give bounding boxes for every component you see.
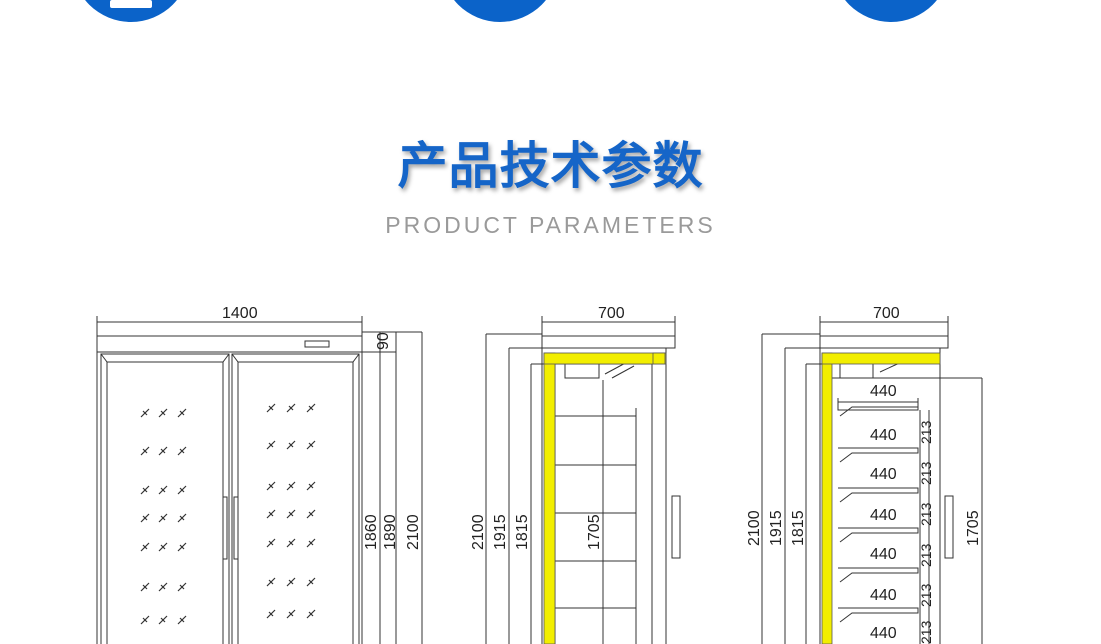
shelf-depth-label: 440 xyxy=(870,427,897,444)
door-mark xyxy=(306,538,316,548)
door-mark xyxy=(306,440,316,450)
door-mark xyxy=(177,485,187,495)
shelf-depth-label: 440 xyxy=(870,587,897,604)
door-mark xyxy=(306,577,316,587)
door-mark xyxy=(286,440,296,450)
side-b-h3-label: 1815 xyxy=(790,510,807,546)
door-mark xyxy=(140,446,150,456)
wire-shelf xyxy=(838,401,919,417)
side-a-h1-label: 2100 xyxy=(470,514,487,550)
door-mark xyxy=(158,542,168,552)
wire-shelf xyxy=(838,607,919,623)
side-b-right-label: 1705 xyxy=(965,510,982,546)
door-mark xyxy=(158,446,168,456)
door-mark xyxy=(158,513,168,523)
side-b-width-label: 700 xyxy=(873,305,900,322)
section-title: 产品技术参数 xyxy=(397,137,704,195)
wire-shelf xyxy=(838,487,919,503)
front-h3-label: 2100 xyxy=(405,514,422,550)
section-subtitle: PRODUCT PARAMETERS xyxy=(385,212,716,238)
door-mark xyxy=(266,577,276,587)
shelf-depth-label: 440 xyxy=(870,507,897,524)
door-mark xyxy=(306,609,316,619)
door-mark xyxy=(158,615,168,625)
front-top-height-label: 90 xyxy=(375,332,392,350)
side-b-h2-label: 1915 xyxy=(768,510,785,546)
shelf-gap-label: 213 xyxy=(918,502,934,526)
shelf-depth-label: 440 xyxy=(870,546,897,563)
door-mark xyxy=(177,408,187,418)
door-mark xyxy=(177,446,187,456)
front-width-label: 1400 xyxy=(222,305,258,322)
door-mark xyxy=(306,481,316,491)
wire-shelf xyxy=(837,398,919,411)
wire-shelf xyxy=(838,567,919,583)
door-mark xyxy=(140,485,150,495)
wire-shelf xyxy=(838,527,919,543)
door-mark xyxy=(286,577,296,587)
door-mark xyxy=(140,542,150,552)
side-a-inner-label: 1705 xyxy=(586,514,603,550)
side-a-h2-label: 1915 xyxy=(492,514,509,550)
door-mark xyxy=(266,440,276,450)
door-mark xyxy=(306,403,316,413)
door-mark xyxy=(140,408,150,418)
door-mark xyxy=(177,582,187,592)
shelf-depth-label: 440 xyxy=(870,466,897,483)
door-mark xyxy=(266,538,276,548)
front-h1-label: 1860 xyxy=(363,514,380,550)
shelf-gap-label: 213 xyxy=(918,620,934,644)
side-a-width-label: 700 xyxy=(598,305,625,322)
wire-shelf xyxy=(838,447,919,463)
door-mark xyxy=(158,582,168,592)
door-mark xyxy=(266,509,276,519)
door-mark xyxy=(286,509,296,519)
door-mark xyxy=(286,481,296,491)
door-mark xyxy=(266,403,276,413)
side-view-a xyxy=(485,316,681,644)
door-mark xyxy=(177,542,187,552)
shelf-gap-label: 213 xyxy=(918,420,934,444)
door-mark xyxy=(177,513,187,523)
front-view xyxy=(96,316,423,644)
door-mark xyxy=(140,582,150,592)
door-mark xyxy=(177,615,187,625)
shelf-depth-label: 440 xyxy=(870,383,897,400)
door-mark xyxy=(158,485,168,495)
door-mark xyxy=(286,403,296,413)
insulation xyxy=(543,352,941,644)
side-b-h1-label: 2100 xyxy=(746,510,763,546)
shelf-depth-label: 440 xyxy=(870,625,897,642)
shelf-gap-label: 213 xyxy=(918,583,934,607)
side-view-b xyxy=(761,316,983,644)
door-mark xyxy=(266,481,276,491)
shelf-gap-label: 213 xyxy=(918,543,934,567)
door-mark xyxy=(140,513,150,523)
door-mark xyxy=(140,615,150,625)
side-a-h3-label: 1815 xyxy=(514,514,531,550)
front-h2-label: 1890 xyxy=(382,514,399,550)
door-mark xyxy=(266,609,276,619)
door-mark xyxy=(286,609,296,619)
shelf-gap-label: 213 xyxy=(918,461,934,485)
door-mark xyxy=(286,538,296,548)
door-mark xyxy=(158,408,168,418)
door-mark xyxy=(306,509,316,519)
